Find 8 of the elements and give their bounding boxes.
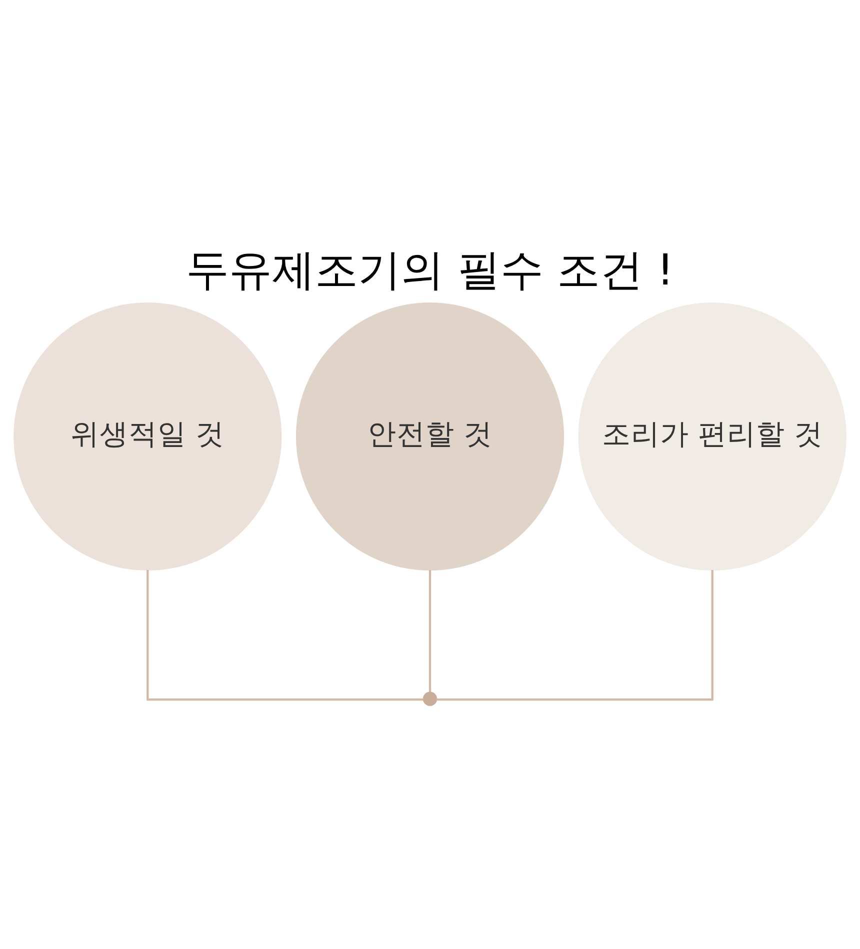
node-circle xyxy=(422,691,438,706)
node-circle: 조리가 편리할 것 xyxy=(578,302,846,570)
connector xyxy=(146,569,424,700)
node-circle: 위생적일 것 xyxy=(14,302,282,570)
diagram-title: 두유제조기의 필수 조건 ! xyxy=(186,245,674,296)
connector xyxy=(436,569,714,700)
connector xyxy=(428,570,432,692)
node-circle: 안전할 것 xyxy=(296,302,564,570)
